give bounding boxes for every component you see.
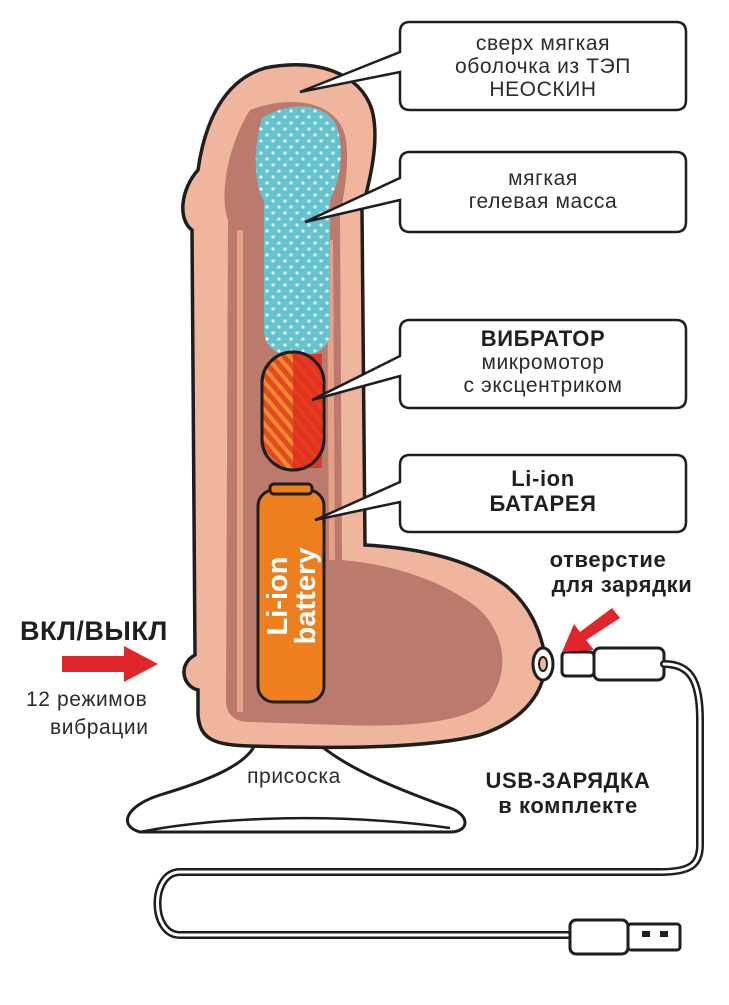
usb-label-line1: USB-ЗАРЯДКА [486, 768, 651, 793]
callout-vibrator-line1: микромотор [481, 351, 604, 374]
suction-label: присоска [247, 765, 341, 788]
callout-battery-line2: БАТАРЕЯ [489, 491, 596, 516]
callout-vibrator-title: ВИБРАТОР [481, 326, 606, 351]
charging-port-label-line1: отверстие [550, 547, 667, 572]
modes-line2: вибрации [50, 716, 149, 739]
usb-label-line2: в комплекте [498, 793, 638, 818]
power-label: ВКЛ/ВЫКЛ [20, 616, 168, 646]
vibrator-motor [260, 350, 326, 472]
callout-shell-line2: оболочка из ТЭП [455, 55, 631, 78]
charging-port-label-line2: для зарядки [552, 572, 693, 597]
callout-vibrator: ВИБРАТОР микромотор с эксцентриком [311, 318, 688, 410]
callout-shell-line1: сверх мягкая [476, 32, 610, 55]
battery: Li-ion battery [256, 482, 326, 704]
callout-gel-line2: гелевая масса [469, 190, 618, 213]
callout-shell: сверх мягкая оболочка из ТЭП НЕОСКИН [299, 20, 688, 112]
usb-plug-icon [568, 918, 630, 956]
callout-gel: мягкая гелевая масса [304, 150, 688, 234]
callout-battery-line1: Li-ion [511, 466, 574, 491]
suction-cup [126, 743, 467, 834]
battery-text-line1: Li-ion [262, 557, 294, 636]
usb-cable [153, 646, 704, 956]
charging-port [531, 646, 555, 682]
battery-text-line2: battery [290, 548, 322, 645]
callout-vibrator-line2: с эксцентриком [463, 374, 622, 397]
charging-arrow-icon [562, 608, 620, 652]
callout-shell-line3: НЕОСКИН [489, 78, 596, 101]
power-arrow-icon [62, 646, 158, 682]
callout-gel-line1: мягкая [508, 167, 578, 190]
callout-battery: Li-ion БАТАРЕЯ [314, 453, 688, 534]
modes-line1: 12 режимов [26, 688, 147, 711]
